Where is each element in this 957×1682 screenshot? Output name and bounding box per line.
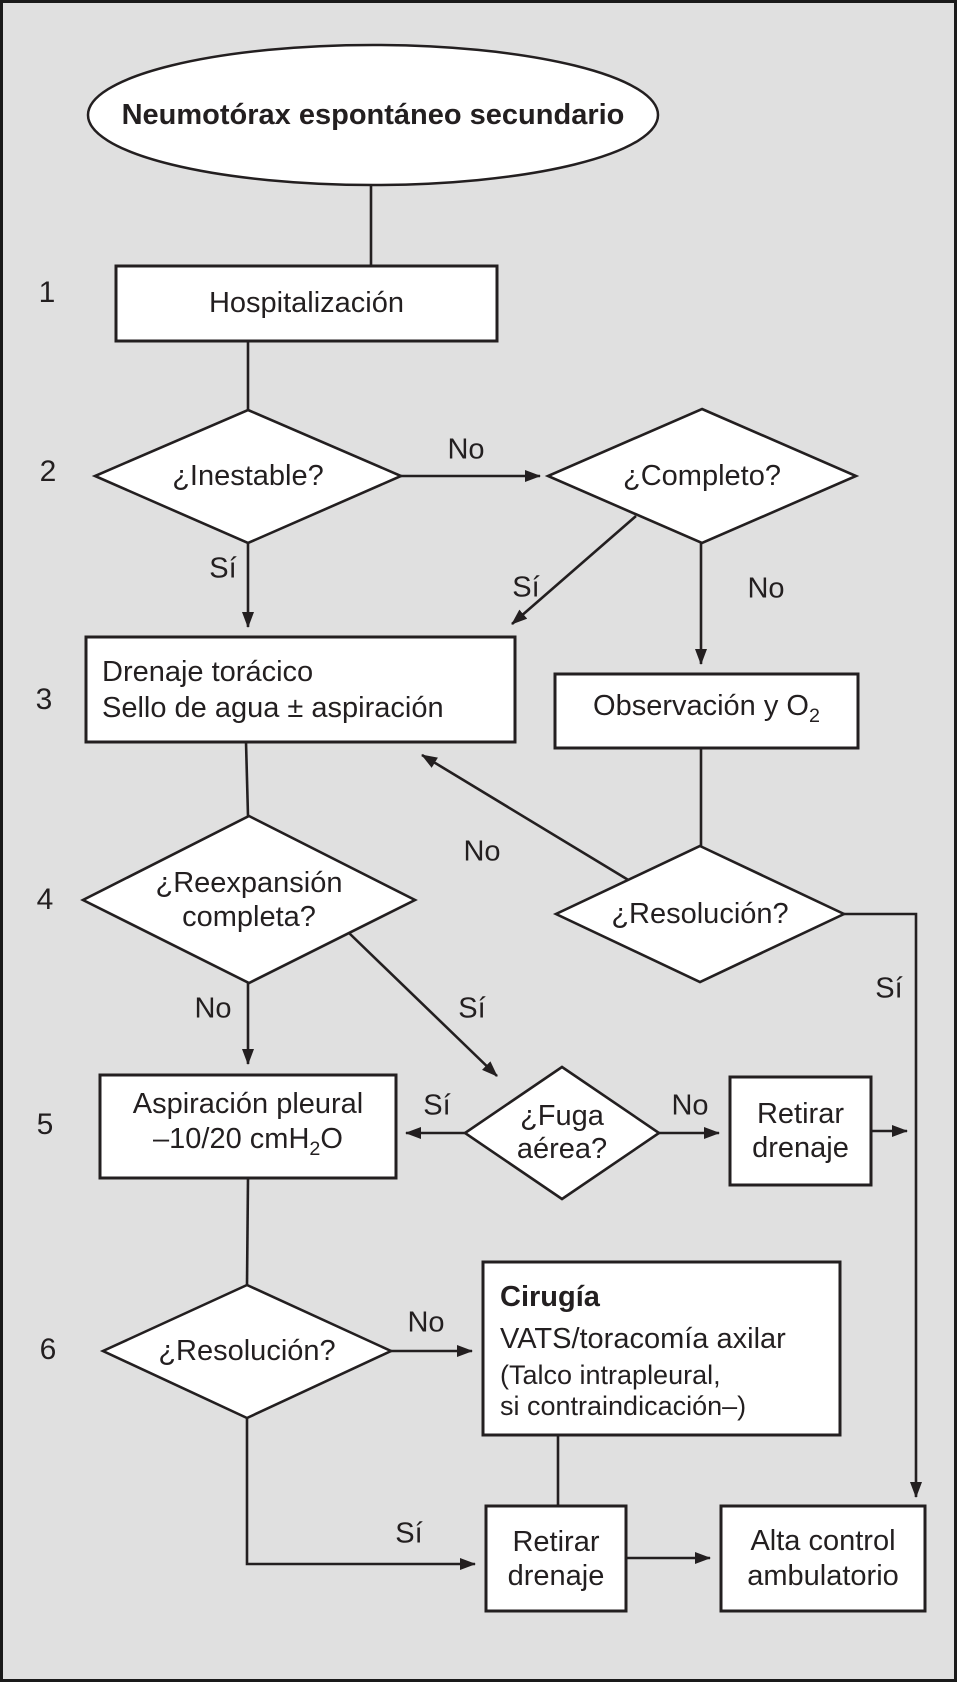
edge-resolucion4-no-drenaje bbox=[421, 753, 631, 883]
edge-label-si-reexpansion: Sí bbox=[458, 992, 486, 1025]
observacion-line: Observación y O2 bbox=[593, 689, 820, 734]
retirar-final-line2: drenaje bbox=[507, 1559, 605, 1592]
edge-resolucion4-si-alta bbox=[844, 912, 922, 1498]
cirugia-line2: VATS/toracomía axilar bbox=[500, 1323, 786, 1355]
aspiracion-oxygen: O bbox=[320, 1122, 343, 1155]
edge-label-no-fuga: No bbox=[671, 1089, 709, 1122]
cirugia-line4: si contraindicación–) bbox=[500, 1391, 747, 1421]
aspiracion-line2: –10/20 cmH2O bbox=[153, 1122, 343, 1167]
inestable-diamond bbox=[91, 408, 405, 545]
edge-label-no-resolucion4: No bbox=[463, 835, 501, 868]
edge-label-si-inestable: Sí bbox=[209, 552, 237, 585]
start-ellipse bbox=[86, 43, 660, 187]
edge-label-no-completo: No bbox=[747, 572, 785, 605]
hospitalizacion-label: Hospitalización bbox=[208, 287, 405, 319]
drenaje-line1: Drenaje torácico bbox=[102, 655, 314, 688]
resolucion4-diamond bbox=[552, 844, 848, 984]
drenaje-line2: Sello de agua ± aspiración bbox=[102, 691, 444, 724]
completo-label: ¿Completo? bbox=[623, 459, 781, 492]
fuga-line1: ¿Fuga bbox=[520, 1100, 604, 1132]
cirugia-box bbox=[481, 1260, 842, 1437]
alta-line2: ambulatorio bbox=[747, 1559, 899, 1592]
edge-label-si-resolucion4: Sí bbox=[875, 972, 903, 1005]
flowchart-shapes-and-connectors bbox=[80, 43, 927, 1613]
step-number-3: 3 bbox=[35, 683, 53, 716]
step-number-4: 4 bbox=[36, 883, 54, 916]
edge-resolucion6-si-retirar bbox=[245, 1418, 476, 1570]
inestable-label: ¿Inestable? bbox=[172, 460, 324, 492]
aspiracion-box bbox=[98, 1073, 398, 1180]
reexpansion-diamond bbox=[80, 814, 418, 985]
edge-label-si-completo: Sí bbox=[512, 571, 540, 604]
edge-label-no-reexpansion: No bbox=[194, 992, 232, 1025]
retirar-final-label: Retirar drenaje bbox=[486, 1506, 626, 1611]
aspiracion-subscript: 2 bbox=[309, 1137, 321, 1160]
reexpansion-line1: ¿Reexpansión bbox=[155, 866, 343, 899]
edge-label-si-resolucion6: Sí bbox=[395, 1517, 423, 1550]
cirugia-line3: (Talco intrapleural, bbox=[500, 1360, 721, 1390]
edge-aspiracion-resolucion6 bbox=[245, 1177, 250, 1286]
cirugia-title: Cirugía bbox=[500, 1281, 600, 1313]
edge-label-no-resolucion6: No bbox=[407, 1306, 445, 1339]
retirar5-line1: Retirar bbox=[756, 1098, 844, 1130]
drenaje-box bbox=[84, 635, 517, 744]
alta-line1: Alta control bbox=[750, 1524, 896, 1557]
fuga-line2: aérea? bbox=[516, 1133, 608, 1165]
retirar-final-line1: Retirar bbox=[512, 1525, 600, 1558]
alta-box bbox=[719, 1504, 927, 1613]
step-number-5: 5 bbox=[36, 1108, 54, 1141]
hospitalizacion-box bbox=[114, 264, 499, 343]
observacion-text: Observación y O bbox=[593, 689, 809, 722]
retirar5-box bbox=[728, 1075, 873, 1187]
aspiracion-line1: Aspiración pleural bbox=[132, 1087, 364, 1120]
edge-drenaje-reexpansion bbox=[244, 741, 250, 817]
step-number-6: 6 bbox=[39, 1333, 57, 1366]
resolucion4-label: ¿Resolución? bbox=[611, 897, 789, 930]
fuga-diamond bbox=[462, 1065, 662, 1201]
edge-reexpansion-si-fuga bbox=[348, 932, 498, 1077]
observacion-subscript: 2 bbox=[809, 704, 820, 727]
completo-diamond bbox=[544, 407, 860, 545]
drenaje-label: Drenaje torácico Sello de agua ± aspirac… bbox=[102, 637, 512, 742]
observacion-box bbox=[553, 672, 860, 750]
aspiracion-pressure: –10/20 cmH bbox=[153, 1122, 310, 1155]
alta-label: Alta control ambulatorio bbox=[721, 1506, 925, 1611]
step-number-2: 2 bbox=[39, 455, 57, 488]
edge-completo-si-drenaje bbox=[511, 515, 637, 625]
step-number-1: 1 bbox=[38, 276, 56, 309]
start-label: Neumotórax espontáneo secundario bbox=[121, 98, 625, 131]
reexpansion-line2: completa? bbox=[182, 900, 316, 933]
cirugia-label: Cirugía VATS/toracomía axilar (Talco int… bbox=[500, 1265, 830, 1433]
observacion-label: Observación y O2 bbox=[555, 674, 858, 748]
retirar5-label: Retirar drenaje bbox=[730, 1077, 871, 1185]
resolucion6-diamond bbox=[99, 1283, 395, 1420]
fuga-label: ¿Fuga aérea? bbox=[465, 1067, 659, 1199]
reexpansion-label: ¿Reexpansión completa? bbox=[83, 816, 415, 983]
edge-label-no-inestable: No bbox=[447, 433, 485, 466]
aspiracion-label: Aspiración pleural –10/20 cmH2O bbox=[100, 1075, 396, 1178]
resolucion6-label: ¿Resolución? bbox=[158, 1335, 336, 1367]
retirar5-line2: drenaje bbox=[752, 1132, 849, 1164]
edge-label-si-fuga: Sí bbox=[423, 1089, 451, 1122]
retirar-final-box bbox=[484, 1504, 628, 1613]
